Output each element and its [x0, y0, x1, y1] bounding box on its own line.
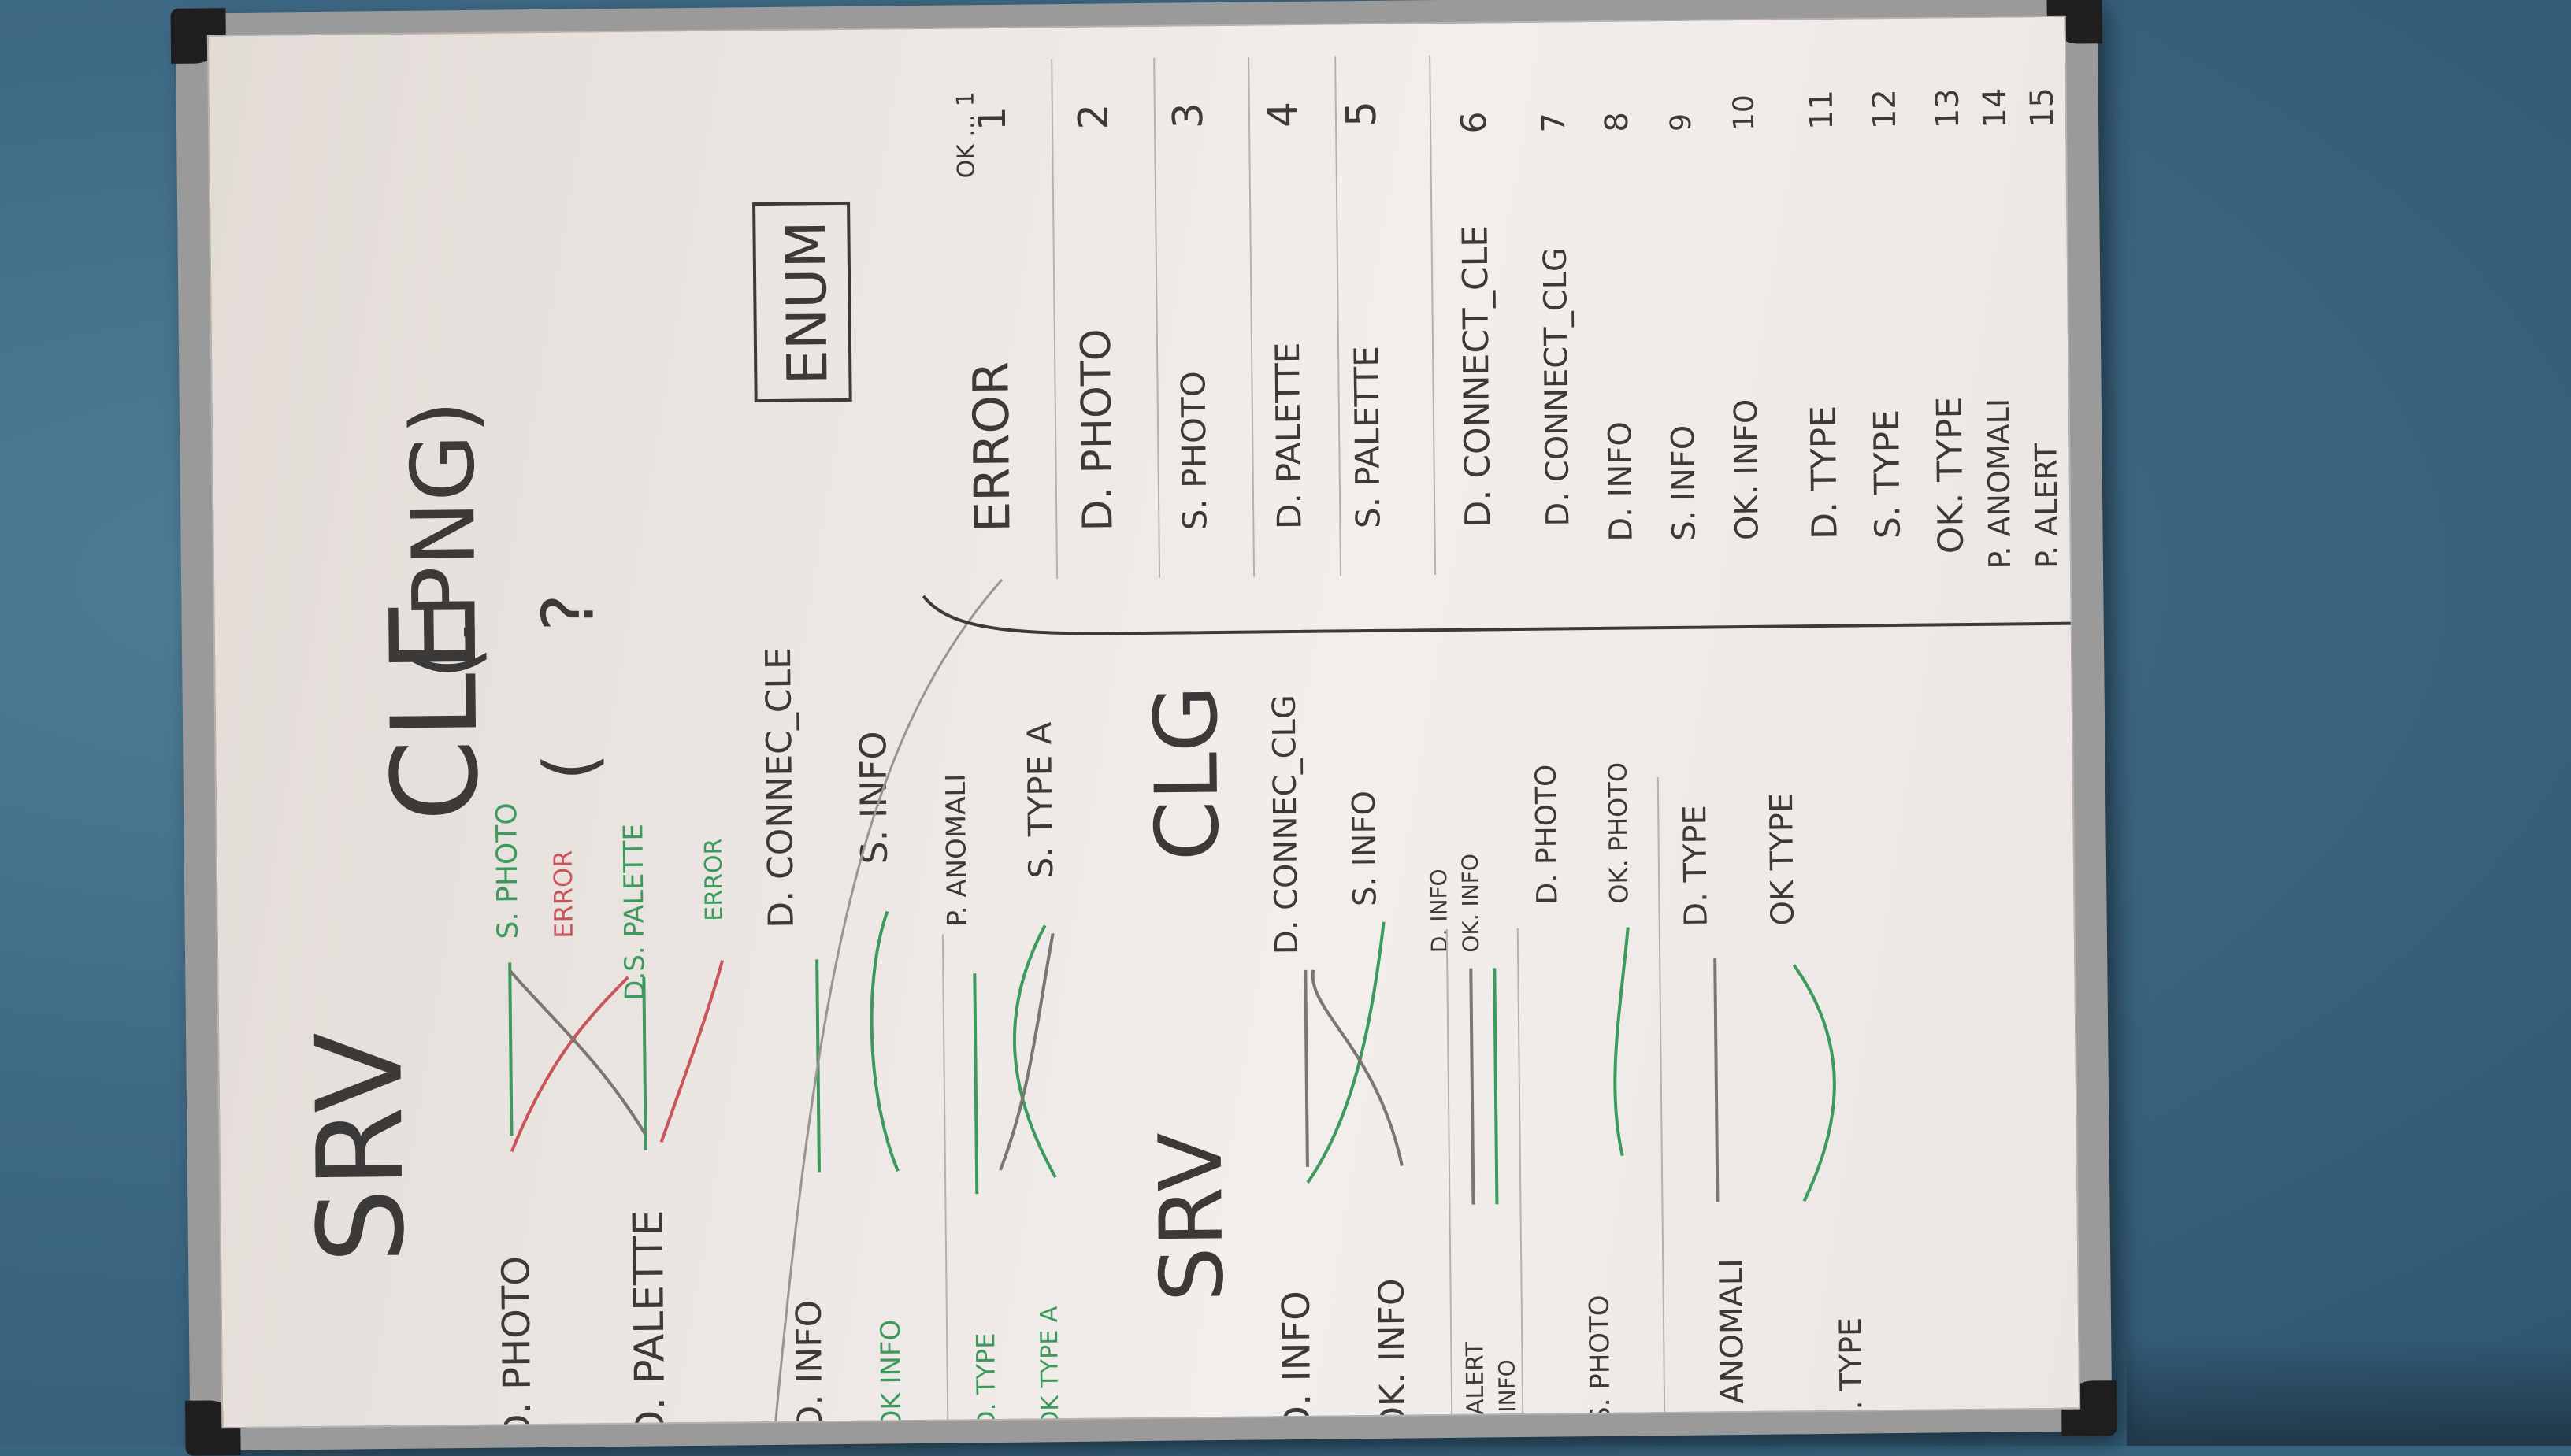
enum-item-label: OK. TYPE	[1930, 396, 1972, 554]
enum-numbers: 1 2 3 4 5 6 7 8 9 10 11 12 13 14 15	[970, 87, 2061, 134]
clg-srv-title: SRV	[1140, 1132, 1242, 1302]
clg-left-d-info: D. INFO	[1274, 1291, 1320, 1429]
enum-title-box	[752, 201, 852, 403]
clg-right-ok-info: OK. INFO	[1457, 854, 1484, 953]
cle-right-d-s-palette: D.S. PALETTE	[618, 824, 651, 1001]
enum-item-num: 10	[1728, 94, 1760, 131]
cle-right-d-connec-cle: D. CONNEC_CLE	[759, 647, 802, 928]
srv-title: SRV	[291, 1032, 431, 1265]
enum-item-num: 5	[1338, 101, 1386, 128]
clg-right-d-type: D. TYPE	[1677, 805, 1715, 927]
png-note: (.PNG)	[392, 400, 496, 680]
open-paren: (	[529, 753, 611, 781]
enum-item-label: S. TYPE	[1867, 409, 1909, 539]
clg-left-labels: D. INFO OK. INFO P. ALERT S. INFO S. PHO…	[1274, 1258, 1869, 1429]
clg-right-d-connec-clg: D. CONNEC_CLG	[1267, 695, 1305, 954]
enum-item-num: 8	[1599, 112, 1635, 132]
clg-left-s-type: S. TYPE	[1833, 1317, 1868, 1429]
enum-item-num: 11	[1804, 90, 1841, 130]
enum-item-label: S. PALETTE	[1347, 346, 1387, 528]
cle-right-error-red: ERROR	[548, 850, 579, 939]
clg-title: CLG	[1136, 684, 1238, 861]
clg-left-s-info: S. INFO	[1494, 1359, 1521, 1428]
enum-item-num: 6	[1454, 111, 1494, 134]
cle-right-labels: S. PHOTO ERROR D.S. PALETTE ERROR D. CON…	[491, 647, 1060, 1001]
clg-right-ok-type: OK TYPE	[1764, 793, 1801, 926]
cle-left-ok-info: OK INFO	[875, 1320, 907, 1429]
clg-arrows	[1304, 921, 1836, 1205]
enum-row-lines	[1051, 55, 1437, 580]
enum-item-num: 14	[1977, 87, 2014, 128]
enum-item-num: 15	[2024, 87, 2061, 128]
whiteboard-surface: SRV CLE (.PNG) ? ( D. PHOTO D. PALETTE D…	[206, 15, 2081, 1429]
enum-item-label: D. CONNECT_CLG	[1538, 247, 1577, 527]
enum-block: ENUM OK ... 1 ERROR D. PHOTO S. PHOTO D.…	[752, 55, 2081, 635]
clg-left-p-anomali: P. ANOMALI	[1713, 1258, 1751, 1428]
cle-right-s-photo: S. PHOTO	[491, 802, 525, 939]
cle-left-d-info: D. INFO	[789, 1300, 831, 1429]
cle-title: CLE	[365, 598, 505, 822]
enum-bracket	[922, 591, 2081, 635]
cle-left-ok-type-a: OK TYPE A	[1036, 1306, 1065, 1428]
enum-item-label: D. PALETTE	[1268, 342, 1308, 529]
enum-items: ERROR D. PHOTO S. PHOTO D. PALETTE S. PA…	[962, 225, 2065, 569]
enum-item-num: 12	[1867, 89, 1904, 129]
enum-item-label: D. PHOTO	[1073, 328, 1122, 532]
floor-shadow	[2127, 1339, 2571, 1446]
clg-right-s-info: S. INFO	[1346, 791, 1384, 907]
enum-item-label: D. INFO	[1602, 421, 1640, 542]
enum-item-label: OK. INFO	[1728, 398, 1766, 540]
clg-right-d-photo: D. PHOTO	[1530, 764, 1564, 904]
cle-right-s-type-a: S. TYPE A	[1020, 721, 1060, 878]
enum-title: ENUM	[774, 220, 840, 385]
cle-left-d-type: D. TYPE	[970, 1332, 1001, 1428]
enum-top-note: OK ... 1	[952, 91, 981, 178]
enum-item-num: 4	[1260, 102, 1307, 128]
enum-item-num: 1	[970, 106, 1015, 131]
enum-item-label: D. CONNECT_CLE	[1455, 225, 1498, 528]
clg-left-s-photo: S. PHOTO	[1584, 1295, 1617, 1424]
whiteboard-ink: SRV CLE (.PNG) ? ( D. PHOTO D. PALETTE D…	[291, 55, 2081, 1429]
cle-left-d-photo: D. PHOTO	[494, 1256, 540, 1429]
section-divider	[773, 578, 1004, 1429]
cle-right-p-anomali: P. ANOMALI	[940, 773, 974, 926]
enum-item-label: P. ANOMALI	[1981, 398, 2017, 569]
enum-item-num: 3	[1165, 102, 1212, 129]
clg-left-p-alert: P. ALERT	[1461, 1341, 1490, 1428]
question-mark: ?	[527, 593, 610, 632]
clg-right-ok-photo: OK. PHOTO	[1603, 762, 1634, 904]
enum-item-label: ERROR	[962, 361, 1021, 532]
enum-item-label: S. PHOTO	[1174, 371, 1214, 531]
clg-right-d-info: D. INFO	[1426, 869, 1452, 953]
cle-header: SRV CLE (.PNG) ? (	[291, 400, 612, 1265]
enum-item-num: 13	[1930, 88, 1967, 128]
enum-item-label: D. TYPE	[1804, 406, 1846, 539]
cle-right-s-info: S. INFO	[851, 731, 896, 865]
clg-left-ok-info: OK. INFO	[1371, 1278, 1413, 1428]
enum-item-label: P. ALERT	[2028, 443, 2065, 569]
enum-item-num: 7	[1536, 113, 1572, 133]
clg-right-labels: D. CONNEC_CLG S. INFO D. INFO OK. INFO D…	[1267, 695, 1801, 954]
clg-header: SRV CLG	[1136, 684, 1243, 1302]
cle-arrows	[508, 910, 1057, 1195]
whiteboard: SRV CLE (.PNG) ? ( D. PHOTO D. PALETTE D…	[170, 0, 2117, 1456]
enum-item-label: S. INFO	[1665, 425, 1703, 542]
enum-item-num: 9	[1665, 113, 1697, 132]
cle-left-d-palette: D. PALETTE	[625, 1210, 674, 1428]
guide-lines	[941, 777, 1666, 1429]
cle-right-error-green: ERROR	[700, 838, 729, 921]
enum-item-num: 2	[1070, 103, 1118, 130]
cle-left-labels: D. PHOTO D. PALETTE D. INFO OK INFO D. T…	[494, 1210, 1065, 1429]
